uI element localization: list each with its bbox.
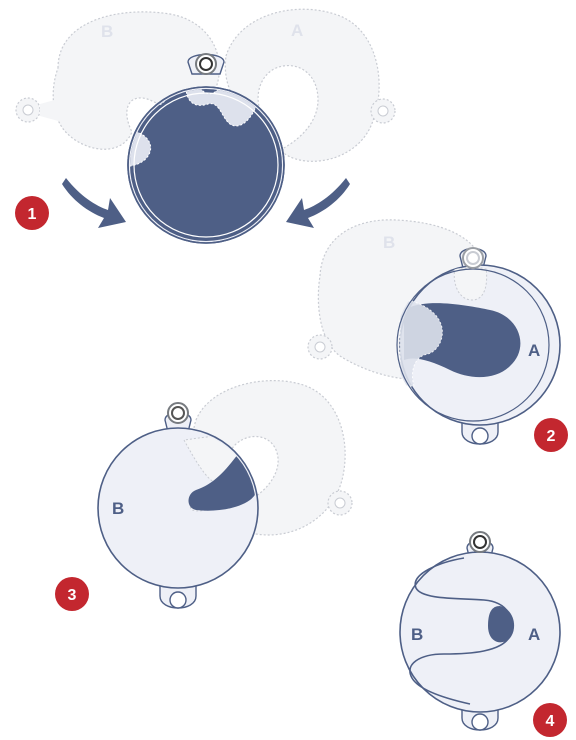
step-badge-4: 4 <box>533 703 567 737</box>
ghost-label-b: B <box>383 233 395 252</box>
svg-text:3: 3 <box>68 587 77 604</box>
ghost-piece-a: A <box>224 8 396 162</box>
label-b: B <box>411 625 423 644</box>
curved-arrow-left-down-icon <box>286 178 350 228</box>
step-badge-1: 1 <box>15 196 49 230</box>
label-a: A <box>528 625 540 644</box>
step-badge-3: 3 <box>55 577 89 611</box>
label-a: A <box>528 341 540 360</box>
svg-text:4: 4 <box>546 713 555 730</box>
disc-a: A <box>396 247 561 445</box>
curved-arrow-right-down-icon <box>62 178 126 228</box>
panel-2: B A 2 <box>307 219 568 452</box>
ghost-piece-b: B <box>307 219 485 380</box>
label-b: B <box>112 499 124 518</box>
disc-assembled: B A <box>399 531 561 731</box>
panel-1: B A <box>15 8 396 244</box>
panel-3: B 3 <box>55 380 353 611</box>
ghost-label-a: A <box>291 21 303 40</box>
ghost-piece-b: B <box>15 11 220 150</box>
step-badge-2: 2 <box>534 418 568 452</box>
svg-text:2: 2 <box>547 428 556 445</box>
ghost-label-b: B <box>101 22 113 41</box>
ghost-piece-a <box>192 380 353 536</box>
svg-text:1: 1 <box>28 206 37 223</box>
panel-4: B A 4 <box>399 531 567 737</box>
